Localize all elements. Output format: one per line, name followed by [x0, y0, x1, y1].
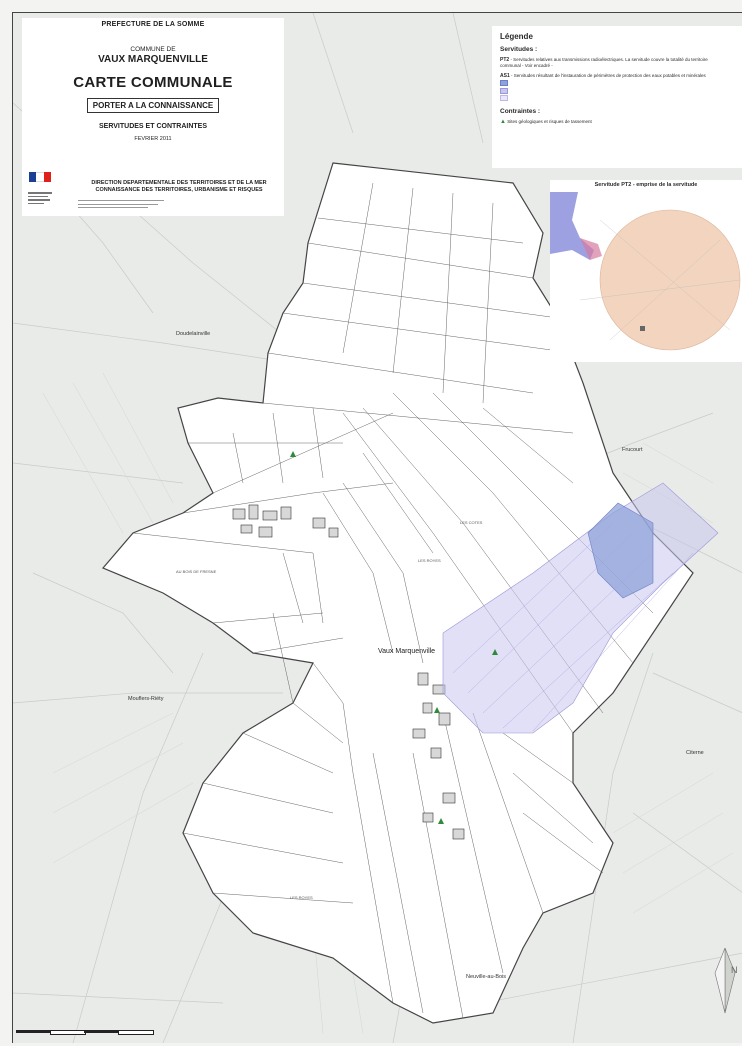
commune-name: VAUX MARQUENVILLE [98, 54, 208, 65]
legend: Légende Servitudes : PT2 - Servitudes re… [492, 26, 742, 168]
inset-map [550, 192, 741, 351]
site-marker-icon [290, 451, 296, 457]
legend-title: Légende [500, 32, 533, 41]
site-marker-icon [438, 818, 444, 824]
direction-line-1: DIRECTION DEPARTEMENTALE DES TERRITOIRES… [91, 180, 267, 186]
as1-core-zone[interactable] [587, 502, 654, 599]
inset-title: Servitude PT2 - emprise de la servitude [594, 182, 698, 188]
legend-pt2: PT2 - Servitudes relatives aux transmiss… [500, 57, 708, 68]
place-label: Neuville-au-Bois [466, 974, 507, 980]
marianne-logo-icon [26, 172, 56, 206]
pt2-inset: Servitude PT2 - emprise de la servitude [550, 180, 742, 362]
site-markers[interactable] [290, 451, 498, 824]
place-label: Citerne [686, 750, 704, 756]
prefecture-label: PREFECTURE DE LA SOMME [101, 21, 205, 28]
village-blocks [232, 504, 465, 840]
legend-as1: AS1 - Servitudes résultant de l'instaura… [500, 73, 706, 79]
site-marker-icon: ▲ [500, 118, 506, 125]
as1-hatching [452, 522, 694, 732]
place-label: Doudelainville [176, 331, 211, 337]
legend-contraintes-heading: Contraintes : [500, 107, 541, 115]
porter-label: PORTER A LA CONNAISSANCE [86, 98, 220, 113]
legend-contraintes: ▲ Sites géologiques et risques de tassem… [500, 118, 592, 125]
place-label: Frucourt [622, 447, 643, 453]
place-label: AU BOIS DE FRESNE [176, 569, 217, 574]
place-label: Vaux Marquenville [378, 648, 436, 655]
scale-bar [16, 1028, 154, 1035]
place-label: LES ROYES [418, 558, 441, 563]
title-block: PREFECTURE DE LA SOMME COMMUNE DE VAUX M… [22, 18, 284, 216]
commune-de-label: COMMUNE DE [130, 46, 176, 53]
background-fields [42, 372, 734, 1034]
svg-text:N: N [731, 965, 738, 975]
place-label: LES COTES [460, 520, 483, 525]
legend-servitudes-heading: Servitudes : [500, 46, 538, 53]
map-canvas[interactable]: N [13, 13, 742, 1043]
address-lines [78, 198, 168, 210]
direction-line-2: CONNAISSANCE DES TERRITOIRES, URBANISME … [95, 187, 263, 193]
map-title: CARTE COMMUNALE [73, 74, 233, 91]
place-label: LES ROYES [290, 895, 313, 900]
site-marker-icon [492, 649, 498, 655]
servitudes-label: SERVITUDES ET CONTRAINTES [99, 123, 207, 130]
parcel-lines [132, 182, 654, 1019]
north-arrow-icon: N [714, 947, 738, 1014]
map-date: FEVRIER 2011 [134, 136, 172, 142]
legend-as1-symbols [500, 80, 742, 103]
direction-label: DIRECTION DEPARTEMENTALE DES TERRITOIRES… [78, 180, 280, 194]
site-marker-icon [434, 707, 440, 713]
place-label: Mouflers-Riéty [128, 696, 164, 702]
